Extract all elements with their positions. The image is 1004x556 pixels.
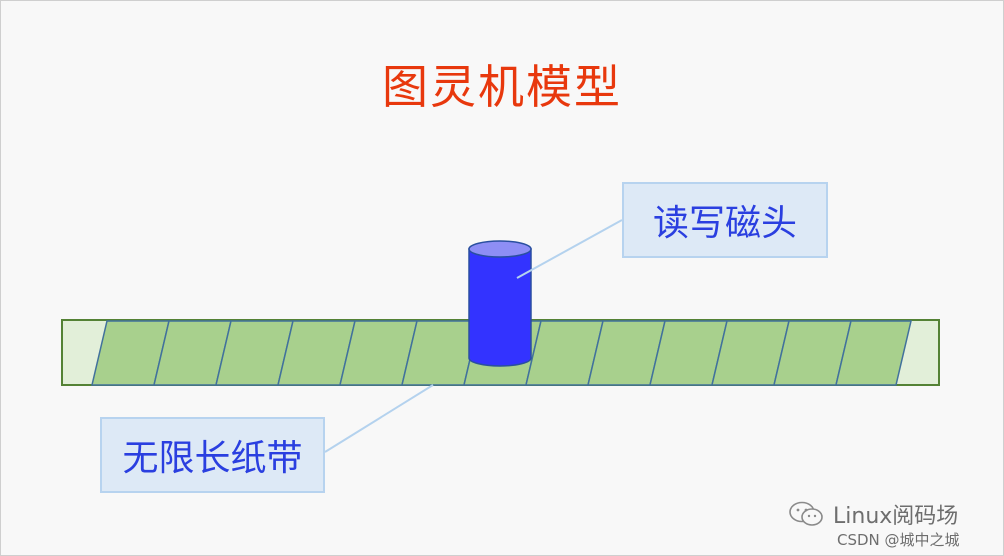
tape-leader-line <box>324 384 434 453</box>
watermark-brand-text: Linux阅码场 <box>833 504 959 529</box>
head-top <box>468 240 532 258</box>
wechat-icon <box>789 501 823 526</box>
watermark-brand: Linux阅码场 <box>787 498 958 530</box>
tape-cells <box>91 320 912 386</box>
watermark-site: CSDN @城中之城 <box>837 531 960 549</box>
page-title: 图灵机模型 <box>382 60 622 114</box>
read-write-head <box>468 240 532 367</box>
tape-cell <box>835 320 912 386</box>
read-write-head-label: 读写磁头 <box>622 182 828 258</box>
infinite-tape-label: 无限长纸带 <box>100 417 325 493</box>
head-body <box>468 248 532 367</box>
head-leader-line <box>516 219 623 279</box>
